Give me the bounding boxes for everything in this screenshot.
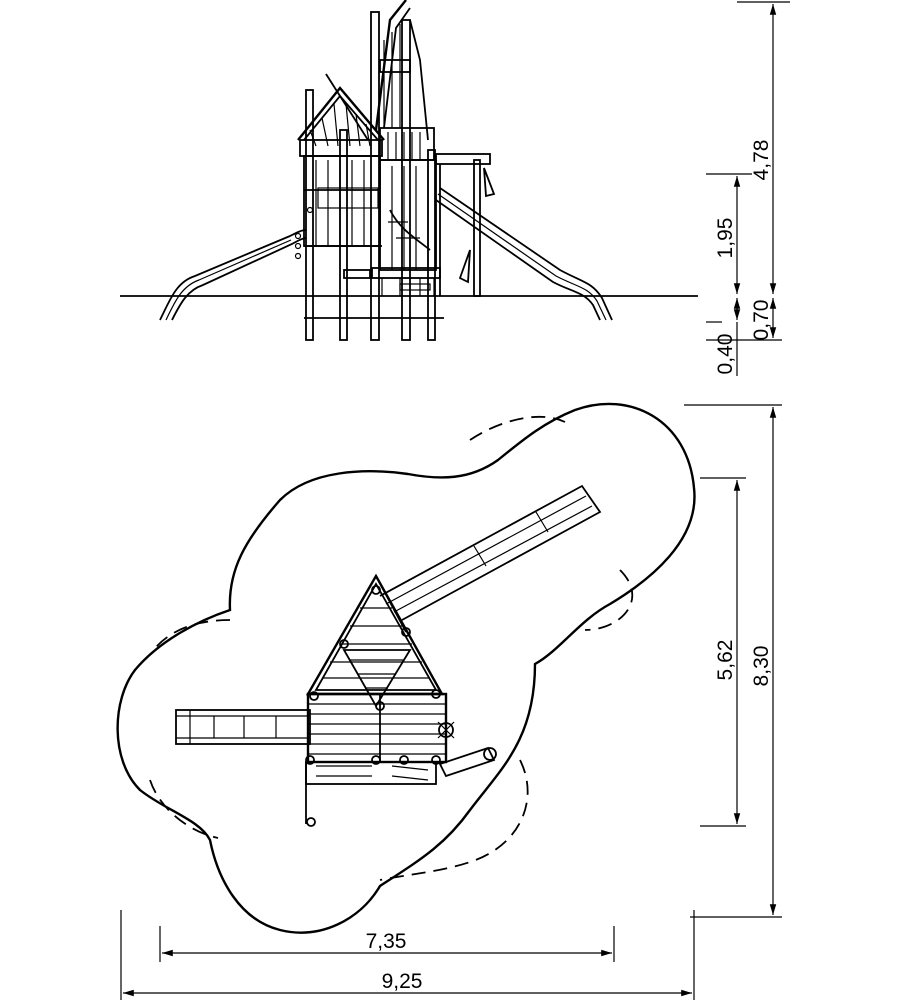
dim-above-ground: 0,70 — [750, 300, 773, 341]
plan-roof — [305, 573, 445, 708]
climbing-holds — [294, 206, 314, 260]
plan-view: 5,62 8,30 7,35 9,25 — [116, 402, 782, 1000]
central-tower — [374, 0, 437, 271]
ground-platform — [304, 267, 444, 319]
plan-posts — [305, 585, 441, 765]
dim-safety-depth: 8,30 — [750, 646, 773, 687]
dim-equipment-depth: 5,62 — [714, 640, 737, 681]
dim-equipment-width: 7,35 — [366, 930, 407, 953]
plan-left-slide — [175, 709, 311, 745]
left-tower-house — [297, 73, 385, 247]
swing-beam — [435, 153, 496, 296]
left-slide — [159, 229, 307, 321]
plan-swing-arm — [437, 721, 497, 778]
dim-total-height: 4,78 — [750, 140, 773, 181]
dim-platform-height: 1,95 — [714, 218, 737, 259]
elevation-view: 4,78 1,95 0,70 0,40 — [120, 0, 790, 376]
right-slide — [435, 187, 613, 321]
elevation-dim-lines — [706, 1, 790, 376]
safety-zone-outline — [116, 402, 696, 934]
dim-below-ground: 0,40 — [714, 334, 737, 375]
plan-support-rail — [305, 762, 316, 827]
alternative-zone-dashed — [149, 415, 634, 881]
plan-dim-lines — [120, 404, 782, 1000]
plan-diagonal-slide — [379, 484, 602, 621]
tower-posts — [305, 11, 481, 341]
dim-safety-width: 9,25 — [382, 970, 423, 993]
